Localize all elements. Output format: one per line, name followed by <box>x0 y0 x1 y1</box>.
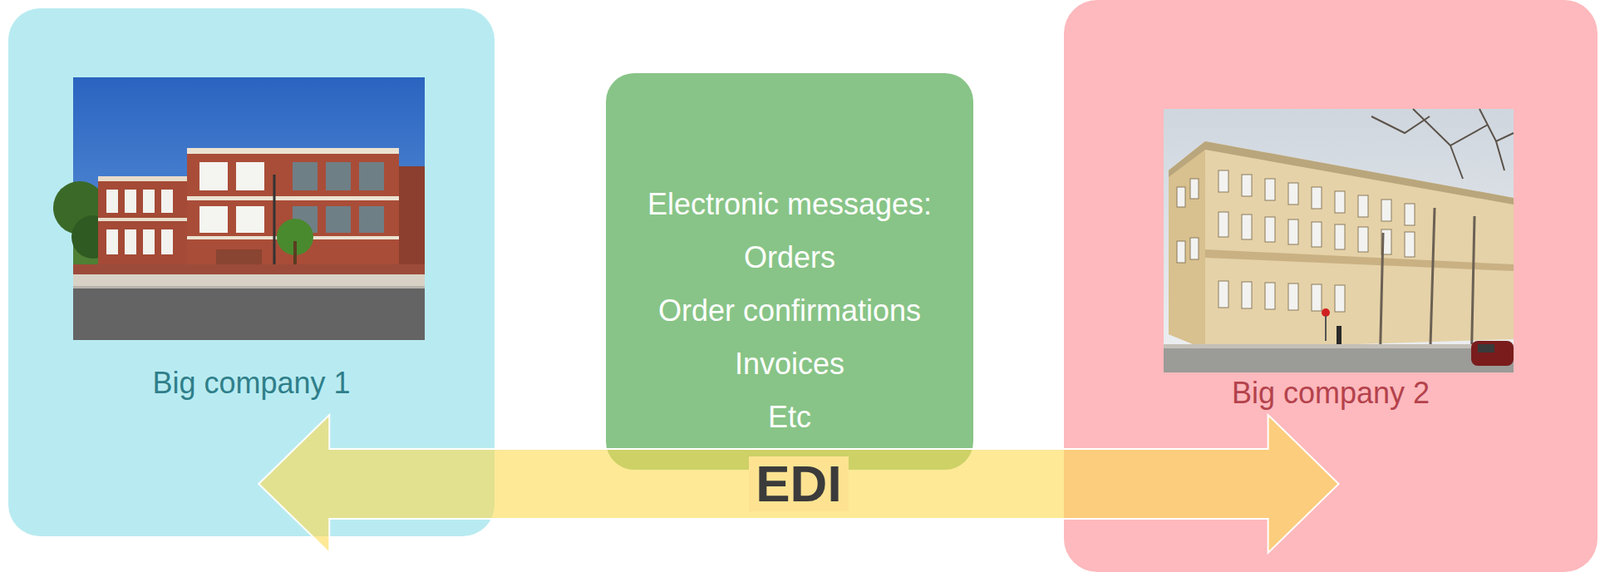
town-building-photo-part-part <box>1218 280 1229 308</box>
town-building-photo-part-part <box>1334 191 1345 213</box>
town-building-photo-part <box>1163 108 1514 373</box>
town-building-photo-part <box>1471 340 1514 366</box>
box-label: Big company 2 <box>1063 375 1598 410</box>
town-building-photo-part <box>1336 325 1342 345</box>
town-building-photo-part <box>1477 344 1495 353</box>
town-building-photo-part-part <box>1241 214 1252 240</box>
town-building-photo-part <box>1371 108 1514 179</box>
town-building-photo-part-part <box>1241 281 1252 309</box>
school-photo-part <box>73 77 425 340</box>
town-building-photo-part-part <box>1371 116 1430 133</box>
school-photo-part <box>398 166 425 266</box>
school-photo-part <box>73 285 425 340</box>
town-building-photo-part <box>1168 141 1514 350</box>
company-box: Big company 1 <box>8 8 495 537</box>
school-photo-part <box>187 196 399 201</box>
text-stack: Big company 2 <box>1063 375 1598 410</box>
town-building-photo <box>1163 108 1514 373</box>
list-item: Invoices <box>605 337 974 391</box>
school-photo-part <box>236 206 265 233</box>
school-photo-part <box>106 189 119 213</box>
school-photo-part <box>142 189 155 213</box>
school-photo-part <box>98 176 194 182</box>
school-photo-part <box>199 206 228 233</box>
school-photo-part <box>142 229 155 255</box>
town-building-photo-part-part <box>1265 282 1276 310</box>
town-building-photo-part-part <box>1404 203 1415 226</box>
box-label: Electronic messages: <box>605 177 974 232</box>
school-photo-part <box>292 162 318 191</box>
town-building-photo-part-part <box>1190 237 1199 260</box>
school-photo-part <box>73 274 425 286</box>
town-building-photo-part-part <box>1176 187 1186 207</box>
school-photo-part <box>124 189 137 213</box>
town-building-photo-part-part <box>1190 178 1199 199</box>
school-photo-part <box>73 264 425 276</box>
town-building-photo-part-part <box>1381 199 1392 222</box>
school-photo-part <box>98 176 194 266</box>
town-building-photo-part-part <box>1265 178 1276 201</box>
town-building-photo-part-part <box>1311 221 1322 247</box>
list-item: Etc <box>605 390 974 444</box>
town-building-photo-part-part <box>1334 224 1345 250</box>
text-stack: Big company 1 <box>8 365 495 400</box>
town-building-photo-part-part <box>1218 211 1229 237</box>
company-box: Big company 2 <box>1063 0 1598 572</box>
box-label: Big company 1 <box>8 365 495 400</box>
town-building-photo-part-part <box>1358 195 1369 217</box>
town-building-photo-part-part <box>1334 285 1345 312</box>
message-box-fill <box>605 73 974 470</box>
list-item: Order confirmations <box>605 284 974 338</box>
school-photo-part <box>359 162 384 191</box>
school-photo <box>53 77 425 340</box>
school-photo-part <box>106 229 119 255</box>
town-building-photo-part <box>1163 344 1514 349</box>
town-building-photo-part-part <box>1288 219 1299 245</box>
town-building-photo-part-part <box>1288 182 1299 205</box>
town-building-photo-part-part <box>1496 141 1505 171</box>
town-building-photo-part-part <box>1412 108 1488 146</box>
town-building-photo-part-part <box>1288 283 1299 311</box>
town-building-photo-part <box>1163 347 1514 373</box>
school-photo-part <box>187 147 399 154</box>
town-building-photo-part-part <box>1311 187 1322 209</box>
town-building-photo-part <box>1176 170 1415 312</box>
school-photo-part <box>325 162 351 191</box>
edge-label: EDI <box>748 456 848 512</box>
town-building-photo-part-part <box>1218 170 1229 192</box>
town-building-photo-part-part <box>1479 108 1514 142</box>
town-building-photo-part-part <box>1450 145 1463 179</box>
school-photo-part <box>124 229 137 255</box>
town-building-photo-part-part <box>1176 241 1186 263</box>
town-building-photo-part-part <box>1358 226 1369 252</box>
school-photo-part <box>236 162 265 191</box>
town-building-photo-part-part <box>1311 284 1322 311</box>
town-building-photo-part <box>1321 308 1330 317</box>
school-photo-part <box>187 147 399 266</box>
school-photo-part <box>73 285 425 289</box>
message-box: Electronic messages:OrdersOrder confirma… <box>605 73 974 470</box>
double-arrow <box>258 414 1339 553</box>
town-building-photo-part-part <box>1241 174 1252 197</box>
school-photo-part <box>161 229 173 255</box>
town-building-photo-part <box>1324 315 1327 341</box>
school-photo-part <box>359 206 384 233</box>
town-building-photo-part-part <box>1265 216 1276 242</box>
town-building-photo-part-part <box>1404 231 1415 257</box>
school-photo-part <box>199 162 228 191</box>
school-photo-part <box>273 174 276 275</box>
school-photo-part <box>325 206 351 233</box>
text-stack: Electronic messages:OrdersOrder confirma… <box>605 177 974 444</box>
town-building-photo-part <box>1205 249 1514 271</box>
list-item: Orders <box>605 231 974 285</box>
school-photo-part <box>98 217 194 222</box>
school-photo-part <box>161 189 173 213</box>
